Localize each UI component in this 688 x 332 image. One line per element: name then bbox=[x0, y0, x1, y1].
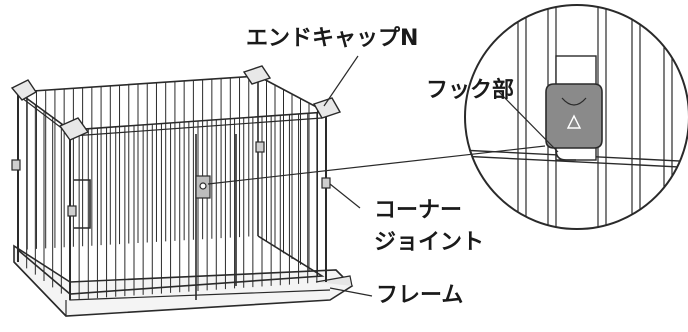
end-caps bbox=[10, 65, 342, 141]
left-panel-bars bbox=[26, 98, 62, 294]
frame bbox=[13, 244, 354, 317]
zoom-callout bbox=[464, 4, 688, 230]
door bbox=[195, 134, 237, 300]
back-panel-bars bbox=[26, 76, 250, 250]
front-panel-bars bbox=[78, 112, 318, 300]
label-frame: フレーム bbox=[376, 283, 464, 308]
label-end-cap: エンドキャップN bbox=[246, 26, 419, 51]
label-corner-joint-line2: ジョイント bbox=[374, 230, 485, 255]
label-corner-joint-line1: コーナー bbox=[374, 198, 463, 223]
leader-lines bbox=[207, 55, 559, 297]
cage-illustration bbox=[10, 65, 354, 317]
right-panel-bars bbox=[266, 80, 318, 277]
label-hook: フック部 bbox=[426, 78, 515, 103]
